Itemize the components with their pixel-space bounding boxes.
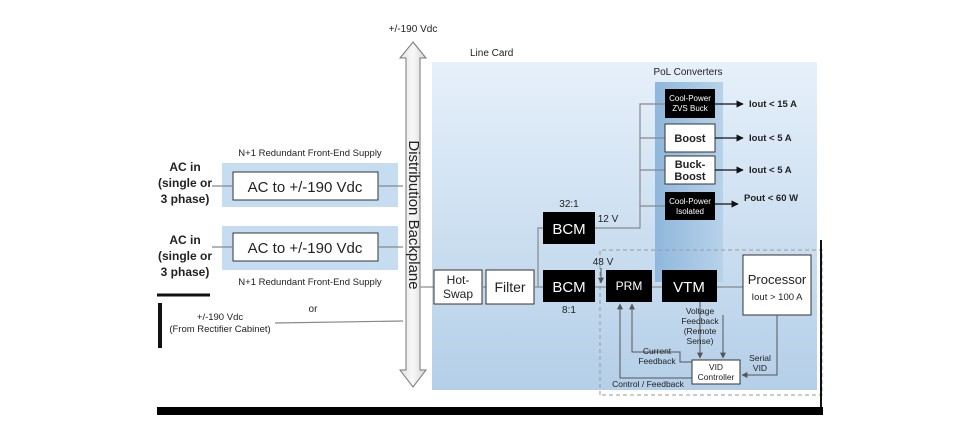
filter-to-bcm-top: [537, 227, 543, 287]
serial-vid-2: VID: [753, 363, 767, 373]
current-feedback-path: [629, 303, 692, 363]
pol-box-1: [665, 89, 715, 118]
pol-2-line1: Boost: [674, 133, 706, 145]
current-feedback-2: Feedback: [638, 356, 676, 366]
ac-in-label-2c: 3 phase): [161, 265, 210, 279]
pol-1-line2: ZVS Buck: [672, 104, 709, 113]
bcm-top-output: 12 V: [598, 214, 619, 225]
bcm-top-box: [543, 212, 595, 244]
vid-controller-box: [691, 359, 741, 385]
ac-supply-2: AC to +/-190 Vdc N+1 Redundant Front-End…: [158, 226, 403, 288]
voltage-feedback-2: Feedback: [681, 316, 719, 326]
voltage-feedback-3: (Remote: [684, 326, 717, 336]
pol-boost: Boost Iout < 5 A: [664, 123, 792, 153]
vtm-box: [662, 270, 717, 302]
pol-4-output: Pout < 60 W: [744, 193, 798, 204]
pol-1-line1: Cool-Power: [669, 94, 711, 103]
ac-in-label-2b: (single or: [158, 249, 212, 263]
pol-4-line2: Isolated: [676, 207, 704, 216]
hotswap-box: [433, 269, 483, 305]
prm-label: PRM: [616, 279, 643, 293]
control-feedback-label: Control / Feedback: [612, 379, 685, 389]
pol-2-output: Iout < 5 A: [749, 133, 792, 144]
pol-4-line1: Cool-Power: [669, 197, 711, 206]
vid-controller-line1: VID: [709, 362, 723, 372]
vid-controller-line2: Controller: [698, 372, 735, 382]
bcm-top-ratio: 32:1: [559, 199, 579, 210]
vtm-label: VTM: [673, 279, 705, 296]
bcm-bottom-ratio: 8:1: [562, 305, 576, 316]
voltage-feedback-4: Sense): [687, 336, 714, 346]
front-end-caption-2: N+1 Redundant Front-End Supply: [238, 277, 382, 288]
line-card-label: Line Card: [470, 48, 513, 59]
bcm-bottom-label: BCM: [552, 279, 585, 296]
top-voltage-label: +/-190 Vdc: [389, 24, 438, 35]
pol-cool-power-isolated: Cool-Power Isolated Pout < 60 W: [665, 192, 798, 220]
front-end-caption-1: N+1 Redundant Front-End Supply: [238, 148, 382, 159]
ac-supply-1: AC to +/-190 Vdc N+1 Redundant Front-End…: [158, 148, 403, 207]
voltage-feedback-1: Voltage: [686, 306, 715, 316]
ac-in-label-1c: 3 phase): [161, 192, 210, 206]
prm-box: [606, 270, 652, 302]
rectifier-line: [274, 320, 404, 324]
rectifier-label-2: (From Rectifier Cabinet): [169, 324, 270, 335]
distribution-backplane: [398, 41, 428, 388]
current-feedback-1: Current: [643, 346, 672, 356]
bottom-frame-bar: [157, 407, 823, 415]
rectifier-label-1: +/-190 Vdc: [197, 312, 243, 323]
bcm-bottom-box: [543, 270, 595, 302]
control-feedback-path: [617, 303, 692, 379]
processor-sub-label: Iout > 100 A: [752, 292, 804, 303]
filter-label: Filter: [494, 279, 525, 295]
pol-box-2: [664, 123, 716, 153]
bcm-top-label: BCM: [552, 221, 585, 238]
pol-3-line2: Boost: [674, 171, 706, 183]
pol-cool-power-zvs-buck: Cool-Power ZVS Buck Iout < 15 A: [665, 89, 797, 118]
ac-in-label-2a: AC in: [169, 233, 200, 247]
pol-1-output: Iout < 15 A: [749, 99, 797, 110]
processor-box: [742, 254, 812, 316]
hotswap-label-1: Hot-: [447, 273, 470, 287]
bcm-top-bus: [595, 103, 665, 229]
ac-in-label-1b: (single or: [158, 176, 212, 190]
ac-converter-label-2: AC to +/-190 Vdc: [248, 240, 363, 257]
ac-in-label-1a: AC in: [169, 160, 200, 174]
bcm-bottom-output: 48 V: [593, 257, 614, 268]
pol-buck-boost: Buck- Boost Iout < 5 A: [664, 155, 792, 185]
processor-label: Processor: [748, 272, 807, 287]
hotswap-label-2: Swap: [443, 287, 473, 301]
backplane-label: Distribution Backplane: [405, 140, 422, 289]
pol-label: PoL Converters: [653, 67, 722, 78]
pol-3-line1: Buck-: [675, 159, 706, 171]
pol-3-output: Iout < 5 A: [749, 165, 792, 176]
ac-converter-label-1: AC to +/-190 Vdc: [248, 179, 363, 196]
line-card-panel: [432, 62, 817, 390]
or-label: or: [309, 304, 319, 315]
pol-box-4: [665, 192, 715, 220]
serial-vid-path: [741, 315, 778, 378]
serial-vid-1: Serial: [749, 353, 771, 363]
